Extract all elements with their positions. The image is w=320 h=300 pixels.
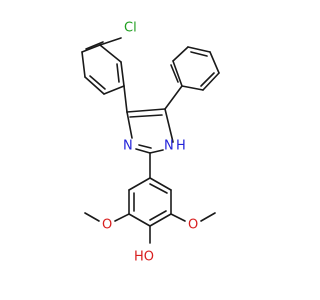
bond <box>187 46 211 53</box>
nitrogen-label-left: N <box>123 139 133 154</box>
bond <box>149 177 172 191</box>
chlorine-label: Cl <box>124 21 137 36</box>
structure-svg: Cl N N H HO O O <box>81 21 220 265</box>
bond <box>138 144 152 149</box>
bond <box>170 213 186 222</box>
nh-hydrogen-label: H <box>176 139 186 154</box>
bond <box>99 44 122 63</box>
bond <box>85 41 104 50</box>
molecule-diagram: Cl N N H HO O O <box>81 21 220 265</box>
bond <box>149 210 167 221</box>
bond <box>149 213 172 227</box>
bond <box>99 37 122 46</box>
bond <box>170 64 179 83</box>
bond <box>149 183 168 194</box>
bond <box>202 72 220 91</box>
bond <box>116 63 120 83</box>
hydroxyl-label: HO <box>134 250 154 265</box>
bond <box>81 44 101 53</box>
nh-nitrogen-label: N <box>164 139 174 154</box>
bond <box>200 72 215 87</box>
bond <box>103 85 125 95</box>
bond <box>172 60 183 87</box>
oxygen-label-left: O <box>102 218 112 233</box>
bond <box>126 108 166 113</box>
atom-labels: Cl N N H HO O O <box>102 21 198 265</box>
bond <box>190 51 208 57</box>
bond <box>135 148 151 154</box>
bond <box>200 212 216 222</box>
bond <box>120 61 125 87</box>
bond <box>126 111 133 139</box>
bond <box>123 85 128 113</box>
bond <box>181 85 204 91</box>
bond <box>129 114 163 118</box>
bond <box>114 213 130 222</box>
bond <box>128 213 151 227</box>
bond <box>209 51 220 74</box>
bond <box>84 76 105 95</box>
oxygen-label-right: O <box>188 218 198 233</box>
bond <box>84 212 100 222</box>
bond <box>89 75 106 90</box>
bond <box>81 51 86 78</box>
bond <box>172 46 189 62</box>
bond <box>128 177 151 191</box>
bonds <box>81 37 220 244</box>
bond <box>164 85 183 110</box>
bond <box>149 149 164 154</box>
bond <box>164 108 174 143</box>
